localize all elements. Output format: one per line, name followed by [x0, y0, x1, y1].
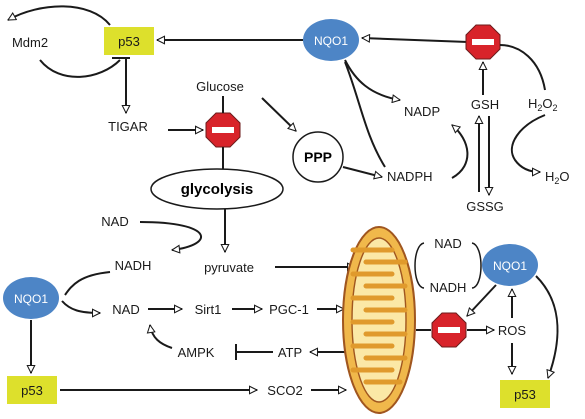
ros-label: ROS [498, 323, 527, 338]
p53-bottom-right-label: p53 [514, 387, 536, 402]
glucose-to-ppp-arrow [261, 97, 296, 131]
nqo1-left-node [3, 277, 59, 319]
h2o2-sub-2: 2 [537, 103, 542, 113]
glycolysis-label: glycolysis [181, 181, 254, 198]
h2o2-o: O [542, 96, 552, 111]
h2o2-sub-2b: 2 [553, 103, 558, 113]
nqo1-top-label: NQO1 [314, 34, 348, 48]
nqo1-to-nadp-arrow [344, 59, 400, 100]
gssg-label: GSSG [466, 199, 504, 214]
nqo1-top-node [303, 19, 359, 61]
sco2-label: SCO2 [267, 383, 302, 398]
stop-sign-top-icon [465, 24, 501, 60]
stop-sign-glycolysis-icon [205, 112, 241, 148]
nqo1-left-label: NQO1 [14, 292, 48, 306]
sirt1-label: Sirt1 [195, 302, 222, 317]
mitochondrion-icon [342, 226, 416, 414]
h2o2-to-stop-line [499, 44, 546, 91]
glycolysis-node [150, 168, 284, 210]
h2o2-h: H [528, 96, 537, 111]
h2o-label: H2O [545, 169, 570, 186]
ampk-label: AMPK [178, 345, 215, 360]
mito-nad-bracket-right [471, 242, 482, 289]
nadph-to-nadp-arrow [452, 124, 469, 179]
p53-top-label: p53 [118, 34, 140, 49]
h2o2-label: H2O2 [528, 96, 558, 113]
mito-nad-label: NAD [434, 236, 461, 251]
atp-label: ATP [278, 345, 302, 360]
stop-sign-bottom-icon [431, 312, 467, 348]
nqo1-to-nad-arrow [61, 300, 100, 313]
nqo1-right-node [482, 244, 538, 286]
nadph-to-nqo1-line [344, 61, 386, 168]
h2o-sub-2: 2 [554, 176, 559, 186]
mdm2-label: Mdm2 [12, 35, 48, 50]
gsh-label: GSH [471, 97, 499, 112]
pyruvate-label: pyruvate [204, 260, 254, 275]
nadph-label: NADPH [387, 169, 433, 184]
h2o2-to-h2o-arrow [510, 114, 546, 172]
p53-top-box [104, 27, 154, 55]
h2o-h: H [545, 169, 554, 184]
p53-bottom-left-box [7, 376, 57, 404]
pgc1-label: PGC-1 [269, 302, 309, 317]
p53-to-mdm2-arrow [8, 5, 111, 26]
h2o-o: O [559, 169, 569, 184]
p53-bottom-left-label: p53 [21, 383, 43, 398]
nad-left-label: NAD [112, 302, 139, 317]
mdm2-inhibits-p53-line [39, 59, 121, 78]
stop-to-nqo1-arrow [362, 38, 469, 43]
glucose-label: Glucose [196, 79, 244, 94]
nad-top-label: NAD [101, 214, 128, 229]
tigar-label: TIGAR [108, 119, 148, 134]
mito-nadh-label: NADH [430, 280, 467, 295]
nadp-label: NADP [404, 104, 440, 119]
nqo1-right-label: NQO1 [493, 259, 527, 273]
nqo1-to-p53-right-arrow [535, 275, 559, 378]
ppp-label: PPP [304, 149, 332, 165]
nadh-left-label: NADH [115, 258, 152, 273]
p53-bottom-right-box [500, 380, 550, 408]
ampk-to-nad-arrow [150, 325, 173, 349]
nadh-via-nqo1-line [64, 271, 111, 296]
nad-to-nadh-arrow [139, 221, 203, 250]
nqo1-to-stop-bottom-arrow [467, 284, 497, 316]
ppp-to-nadph-arrow [342, 166, 382, 177]
mito-nad-bracket-left [414, 242, 425, 289]
ppp-node [292, 131, 344, 183]
